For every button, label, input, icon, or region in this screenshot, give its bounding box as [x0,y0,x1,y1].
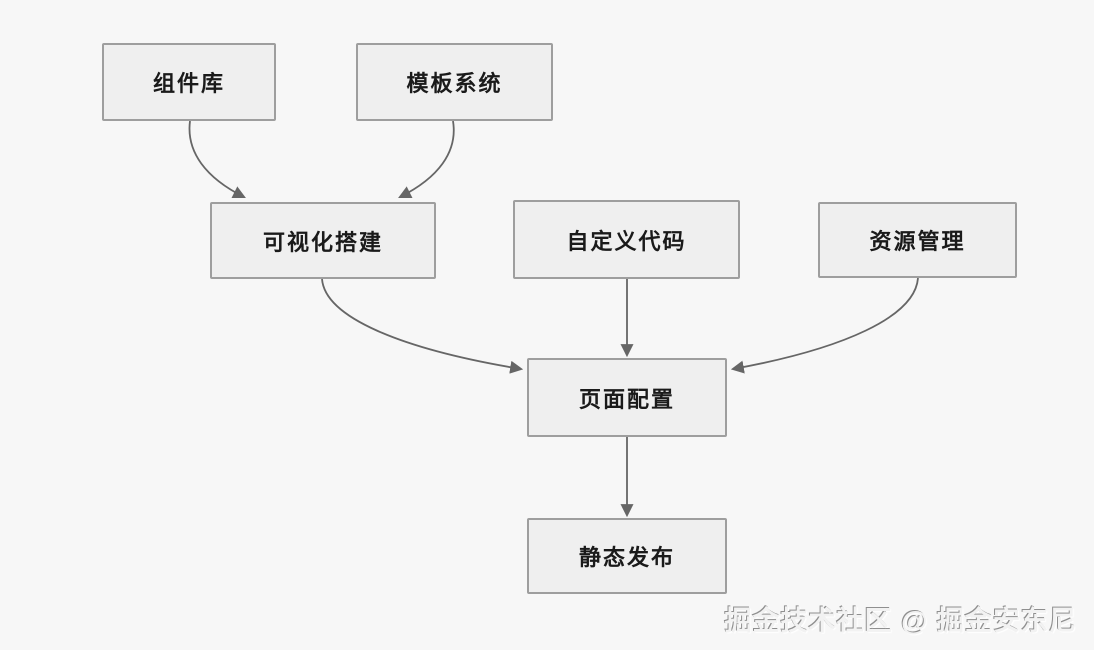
node-label-template-system: 模板系统 [406,71,503,96]
node-label-visual-builder: 可视化搭建 [262,229,383,255]
node-resource-management: 资源管理 [818,202,1017,278]
node-label-static-publish: 静态发布 [578,545,675,570]
edge-resource-management-to-page-config [730,277,919,374]
watermark: 掘金技术社区 @ 掘金安东尼 [724,606,1077,636]
node-page-config: 页面配置 [527,358,727,437]
node-label-custom-code: 自定义代码 [566,228,687,254]
node-template-system: 模板系统 [356,43,553,121]
node-component-library: 组件库 [102,43,276,121]
edge-component-library-to-visual-builder [188,120,246,198]
node-label-page-config: 页面配置 [578,386,675,412]
node-label-resource-management: 资源管理 [869,229,966,254]
edge-visual-builder-to-page-config [321,278,524,374]
node-static-publish: 静态发布 [527,518,727,594]
edge-template-system-to-visual-builder [398,120,455,198]
node-custom-code: 自定义代码 [513,200,740,279]
node-label-component-library: 组件库 [152,71,225,96]
node-visual-builder: 可视化搭建 [210,202,436,279]
